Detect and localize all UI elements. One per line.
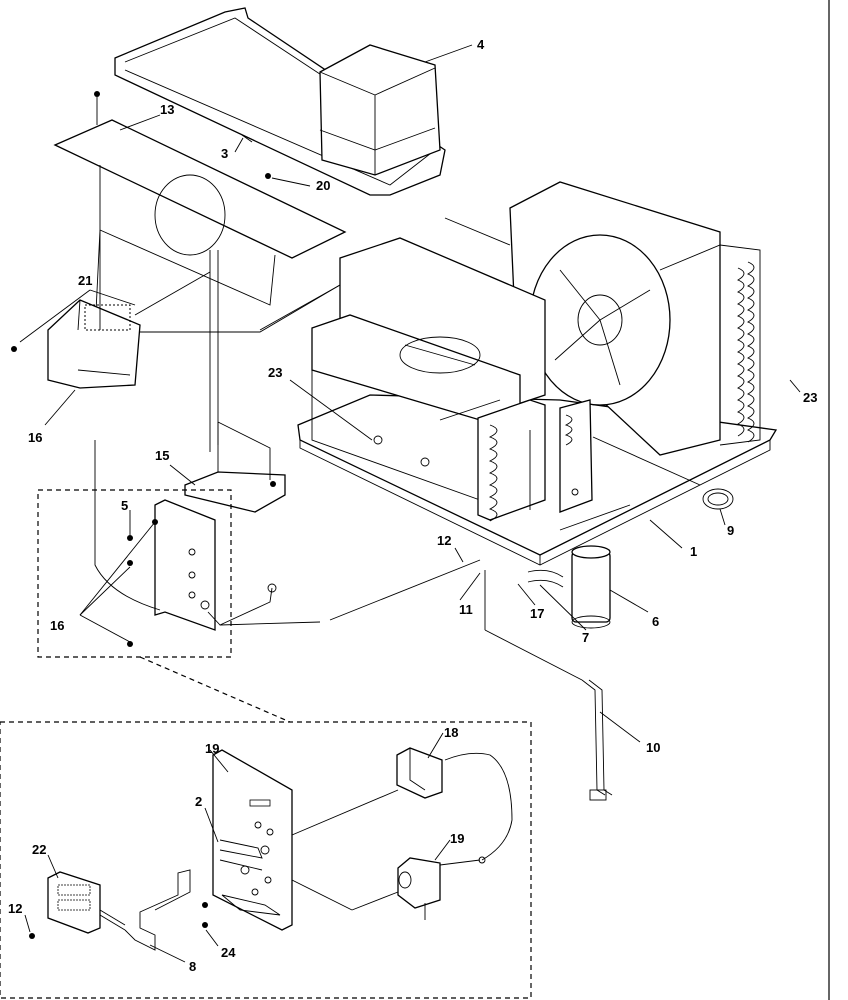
callout-7: 7 [582,630,589,645]
callout-21: 23 [268,365,282,380]
callout-4: 4 [477,37,485,52]
callout-15: 16 [28,430,42,445]
callout-18: 19 [450,831,464,846]
control-panel-detail-part [202,749,293,931]
callout-leaders [19,44,801,963]
callout-16-left: 16 [50,618,64,633]
callout-3: 3 [221,146,228,161]
callout-23: 23 [803,390,817,405]
callout-labels: 4 13 3 20 21 16 23 15 5 16 12 11 17 7 6 … [8,37,817,974]
control-plate-part [94,440,277,647]
callout-22: 18 [444,725,458,740]
evaporator-coil-part [477,399,593,522]
callout-8: 8 [189,959,196,974]
top-panel-part [53,91,347,333]
callout-12-mid: 12 [437,533,451,548]
callout-6: 6 [652,614,659,629]
callout-24: 24 [221,945,236,960]
callout-16-mid: 17 [530,606,544,621]
assembly-guide-lines [99,134,701,931]
callout-17: 19 [205,741,219,756]
capacitor-part [527,545,611,629]
condenser-coil-part [736,261,755,443]
drain-tube-part [581,679,613,801]
callout-13: 13 [160,102,174,117]
side-cover-part [11,299,141,389]
switch-part [29,871,101,939]
condenser-fan-housing [509,181,761,456]
callout-12-bottom: 12 [8,901,22,916]
callout-11: 11 [459,602,473,617]
detail-connector-line [139,656,291,723]
callout-19-left: 21 [78,273,92,288]
callout-1: 1 [690,544,697,559]
control-detail-box [0,721,532,999]
switch-bracket-part [124,869,191,951]
thermostat-part [396,747,513,864]
top-cover-part [114,7,446,196]
callout-2: 2 [195,794,202,809]
callout-14: 15 [155,448,169,463]
callout-9: 9 [727,523,734,538]
relay-part [397,857,441,920]
bracket-part [184,421,286,513]
callout-10: 10 [646,740,660,755]
blower-housing-part [311,237,546,501]
clamp-part [702,488,734,510]
callout-5: 5 [121,498,128,513]
callout-20: 22 [32,842,46,857]
callout-19-top: 20 [316,178,330,193]
